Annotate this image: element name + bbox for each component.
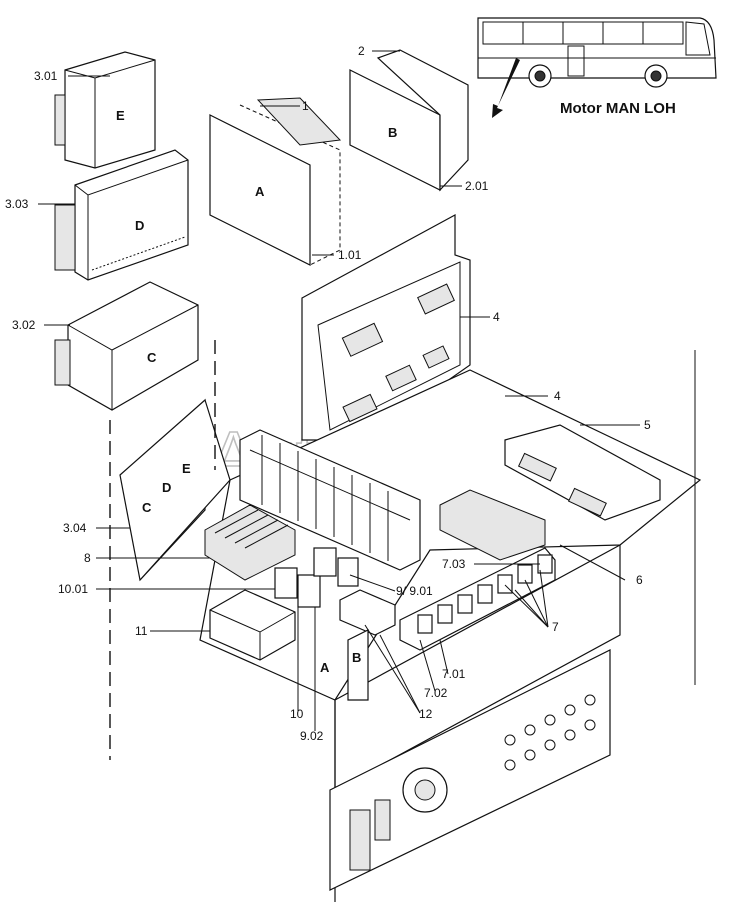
callout-7: 7	[552, 620, 559, 634]
module-c-302: C	[54, 281, 199, 411]
lower-panel	[349, 694, 596, 871]
letter-d-2: D	[162, 480, 171, 495]
relays-10-9	[274, 547, 359, 608]
callout-9-02: 9.02	[300, 729, 324, 743]
callout-6: 6	[636, 573, 643, 587]
module-cde-card: C D E	[119, 398, 231, 582]
callout-3-01: 3.01	[34, 69, 58, 83]
callout-3-04: 3.04	[63, 521, 87, 535]
heatsink-8	[204, 504, 296, 581]
letter-a-2: A	[320, 660, 330, 675]
relay-board-5	[504, 424, 661, 521]
letter-e-2: E	[182, 461, 191, 476]
callout-5: 5	[644, 418, 651, 432]
callout-4-upper: 4	[493, 310, 500, 324]
callout-1-01: 1.01	[338, 248, 362, 262]
callout-1: 1	[302, 99, 309, 113]
callout-8: 8	[84, 551, 91, 565]
callout-10: 10	[290, 707, 304, 721]
callout-2: 2	[358, 44, 365, 58]
letter-e-1: E	[116, 108, 125, 123]
module-a-card: A	[209, 97, 342, 266]
terminal-block	[239, 429, 421, 571]
central-board	[301, 213, 471, 441]
leader-lines	[38, 50, 640, 731]
callout-7-01: 7.01	[442, 667, 466, 681]
callout-10-01: 10.01	[58, 582, 88, 596]
title-text: Motor MAN LOH	[560, 100, 676, 117]
module-d-303: D	[54, 149, 189, 281]
bracket-ab: A B	[320, 589, 396, 701]
letter-b-1: B	[388, 125, 397, 140]
module-6	[439, 489, 546, 561]
callout-12: 12	[419, 707, 433, 721]
callout-4-lower: 4	[554, 389, 561, 403]
letter-b-2: B	[352, 650, 361, 665]
relay-row-7	[399, 547, 556, 651]
letter-c-2: C	[142, 500, 152, 515]
callout-9-9-01: 9/ 9.01	[396, 584, 433, 598]
callout-7-03: 7.03	[442, 557, 466, 571]
module-e-301: E	[54, 51, 156, 169]
module-b-card: B	[349, 49, 469, 192]
letter-c-1: C	[147, 350, 157, 365]
box-11	[209, 589, 296, 661]
bus-illustration: Motor MAN LOH	[477, 17, 717, 118]
callout-11: 11	[135, 624, 148, 638]
callout-3-03: 3.03	[5, 197, 29, 211]
callout-3-02: 3.02	[12, 318, 36, 332]
callout-2-01: 2.01	[465, 179, 489, 193]
callout-7-02: 7.02	[424, 686, 448, 700]
letter-a-1: A	[255, 184, 265, 199]
letter-d-1: D	[135, 218, 144, 233]
